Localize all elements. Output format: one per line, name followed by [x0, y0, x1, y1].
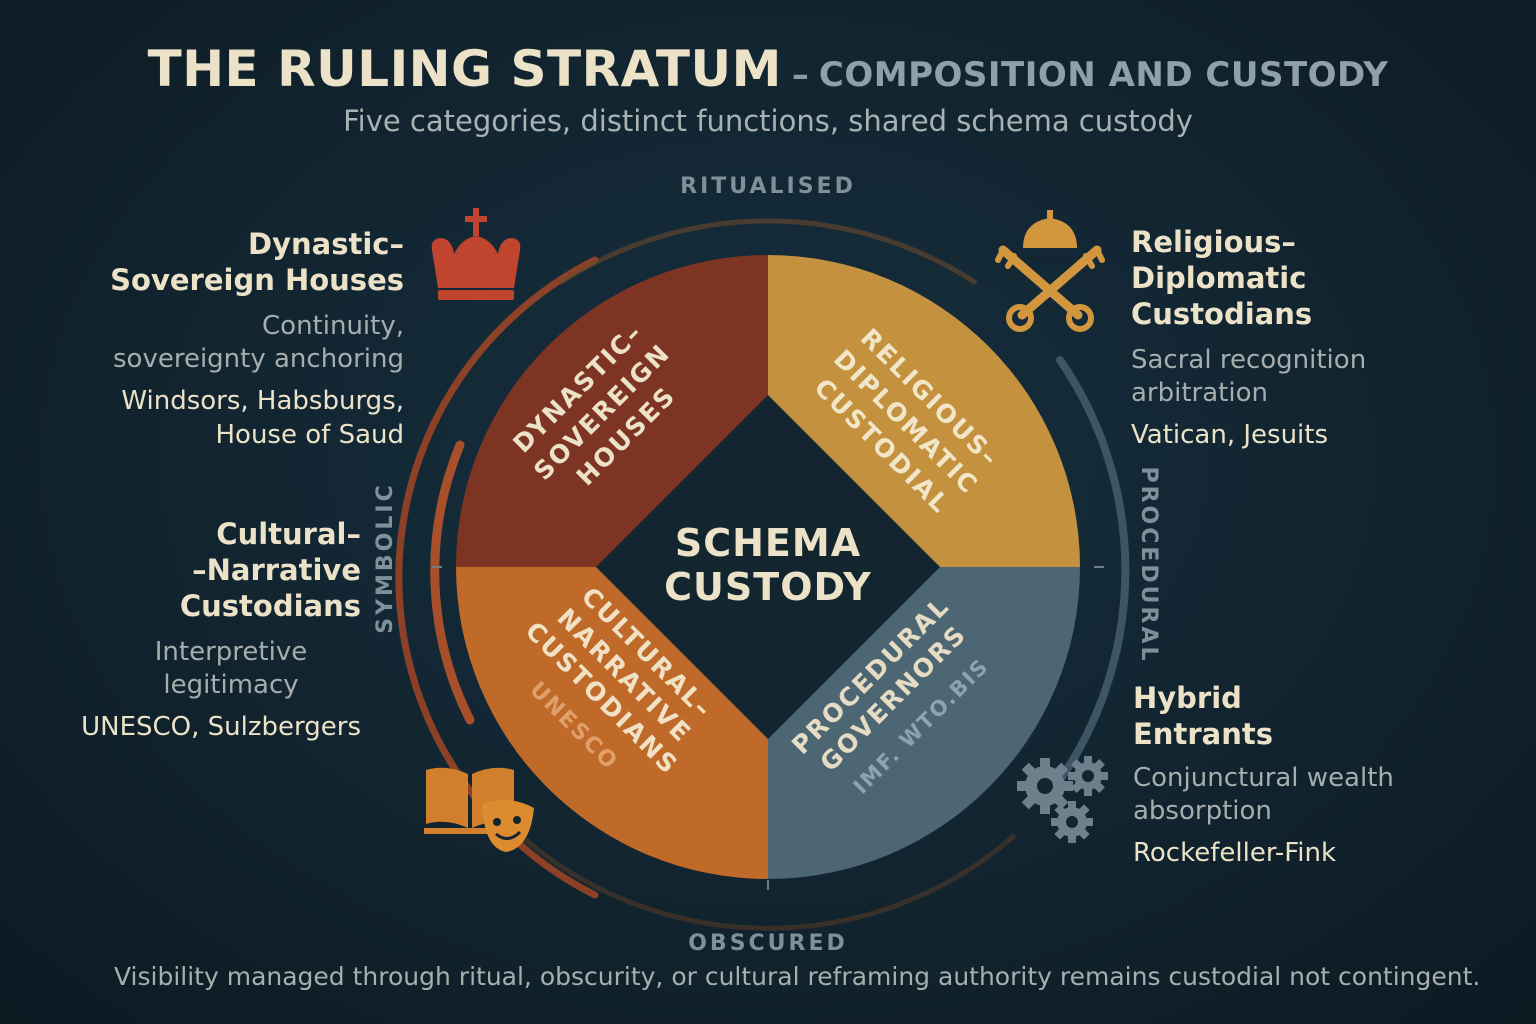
outer-ring-leftouter	[430, 440, 475, 725]
side-hybrid-desc-2: absorption	[1133, 796, 1272, 826]
gears-icon	[1017, 756, 1108, 843]
side-block-hybrid: Hybrid Entrants Conjunctural wealth abso…	[1133, 680, 1473, 870]
side-cultural-heading-1: Cultural–	[216, 517, 361, 551]
footer-left: Visibility managed through ritual, obscu…	[114, 962, 931, 991]
book-and-mask-icon	[424, 767, 534, 852]
side-religious-heading-1: Religious–	[1131, 225, 1296, 259]
crossed-keys-icon	[995, 210, 1105, 332]
page-title: THE RULING STRATUM	[147, 40, 782, 98]
side-cultural-examples-1: UNESCO, Sulzbergers	[81, 712, 361, 742]
crown-icon	[431, 208, 521, 300]
axis-label-left: SYMBOLIC	[373, 482, 398, 634]
page-title-secondary: COMPOSITION AND CUSTODY	[818, 55, 1389, 95]
side-dynastic-examples-1: Windsors, Habsburgs,	[121, 386, 404, 416]
side-hybrid-examples-1: Rockefeller-Fink	[1133, 838, 1337, 868]
axis-label-top: RITUALISED	[680, 174, 856, 199]
side-dynastic-desc-1: Continuity,	[262, 311, 404, 341]
axis-label-bottom: OBSCURED	[688, 931, 848, 956]
side-cultural-heading-3: Custodians	[179, 589, 361, 623]
header-title-row: THE RULING STRATUM–COMPOSITION AND CUSTO…	[0, 40, 1536, 98]
side-block-dynastic: Dynastic– Sovereign Houses Continuity, s…	[64, 226, 404, 452]
side-dynastic-heading-1: Dynastic–	[248, 227, 404, 261]
outer-ring-right	[1056, 356, 1130, 784]
side-cultural-desc-1: Interpretive	[154, 637, 308, 667]
side-hybrid-heading-1: Hybrid	[1133, 681, 1242, 715]
side-cultural-heading-2: –Narrative	[192, 553, 361, 587]
axis-label-right: PROCEDURAL	[1136, 466, 1161, 663]
side-religious-desc-2: arbitration	[1131, 378, 1268, 408]
page-subtitle: Five categories, distinct functions, sha…	[343, 104, 1193, 138]
title-dash: –	[791, 55, 809, 95]
side-hybrid-heading-2: Entrants	[1133, 717, 1273, 751]
side-block-religious: Religious– Diplomatic Custodians Sacral …	[1131, 224, 1451, 452]
side-block-cultural: Cultural– –Narrative Custodians Interpre…	[41, 516, 361, 744]
outer-ring-bottom	[518, 833, 1017, 931]
footer-right: authority remains custodial not continge…	[938, 962, 1481, 991]
center-diamond	[596, 395, 940, 739]
center-label-line2: CUSTODY	[664, 565, 872, 609]
side-religious-desc-1: Sacral recognition	[1131, 345, 1367, 375]
side-religious-heading-3: Custodians	[1131, 297, 1313, 331]
center-label-line1: SCHEMA	[675, 521, 861, 565]
side-dynastic-examples-2: House of Saud	[215, 420, 405, 450]
outer-ring-top	[558, 218, 978, 286]
side-religious-examples-1: Vatican, Jesuits	[1131, 420, 1329, 450]
side-dynastic-heading-2: Sovereign Houses	[110, 263, 404, 297]
side-religious-heading-2: Diplomatic	[1131, 261, 1307, 295]
side-hybrid-desc-1: Conjunctural wealth	[1133, 763, 1394, 793]
side-dynastic-desc-2: sovereignty anchoring	[113, 344, 404, 374]
side-cultural-desc-2: legitimacy	[163, 670, 299, 700]
